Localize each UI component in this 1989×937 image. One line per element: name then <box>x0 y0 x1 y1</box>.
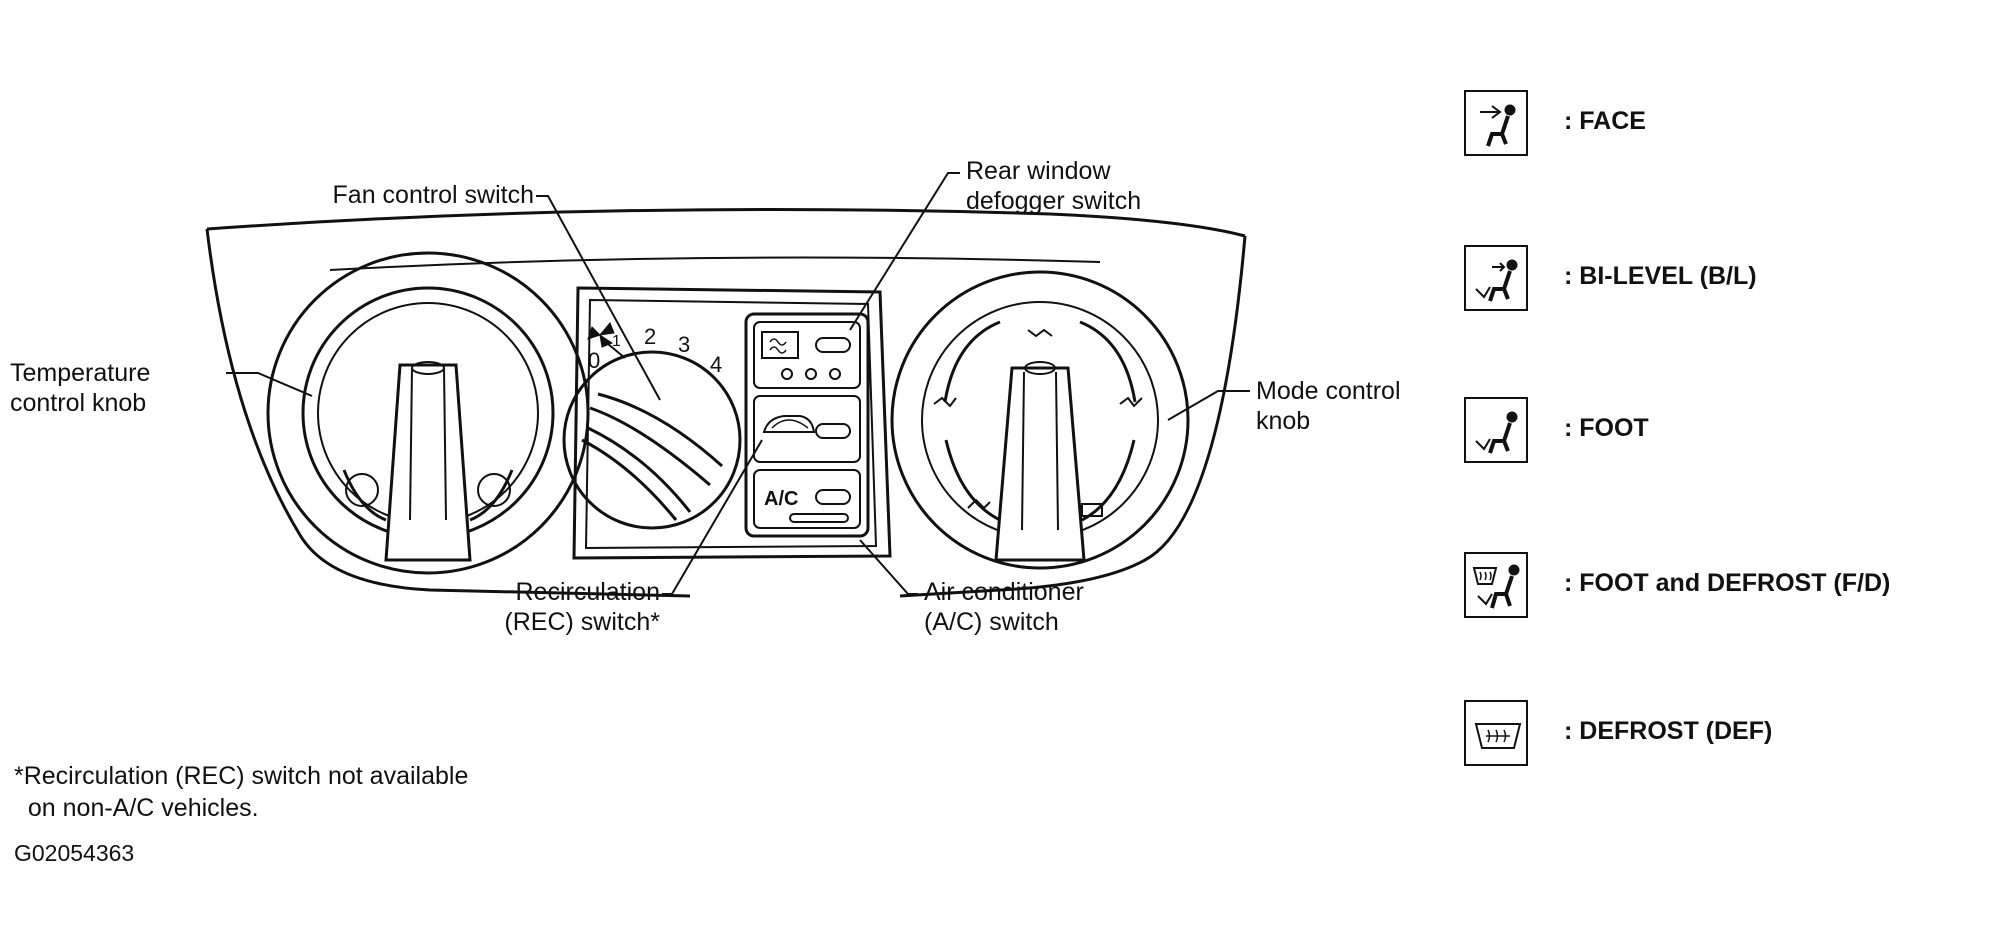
fan-scale-3: 3 <box>678 332 691 357</box>
fan-scale-0: 0 <box>588 348 601 373</box>
defrost-mode-icon <box>1464 700 1528 766</box>
bi-level-mode-icon <box>1464 245 1528 311</box>
fan-leader <box>536 195 661 401</box>
legend-label-defrost: : DEFROST (DEF) <box>1564 717 1773 745</box>
fan-scale-1: 1 <box>612 333 621 350</box>
air-conditioner-leader <box>859 539 918 595</box>
mode-control-label: Mode control knob <box>1256 377 1401 435</box>
legend-label-foot: : FOOT <box>1564 414 1649 442</box>
temperature-leader <box>226 372 313 397</box>
fan-control-label: Fan control switch <box>332 181 534 209</box>
fan-icon <box>587 322 615 348</box>
legend-item-face: : FACE <box>1464 90 1984 158</box>
mode-control-knob <box>890 270 1190 570</box>
recirculation-label: Recirculation (REC) switch* <box>504 578 660 636</box>
rear-window-defogger-label: Rear window defogger switch <box>966 157 1142 215</box>
air-conditioner-label: Air conditioner (A/C) switch <box>924 578 1084 636</box>
footnote: *Recirculation (REC) switch not availabl… <box>14 762 469 822</box>
legend-label-face: : FACE <box>1564 107 1646 135</box>
rear-defogger-button <box>761 331 851 380</box>
foot-mode-icon <box>1464 397 1528 463</box>
mode-leader <box>1167 390 1250 421</box>
temperature-control-knob <box>266 251 590 575</box>
recirculation-button <box>762 415 851 439</box>
callout-leaders <box>226 172 1250 595</box>
legend-item-foot-defrost: : FOOT and DEFROST (F/D) <box>1464 552 1984 620</box>
figure-code: G02054363 <box>14 840 135 866</box>
legend-item-bi-level: : BI-LEVEL (B/L) <box>1464 245 1984 313</box>
fan-control-dial <box>562 322 742 530</box>
recirculation-leader <box>662 439 763 595</box>
climate-control-panel-drawing <box>205 172 1250 598</box>
dashboard-bezel <box>205 207 1247 598</box>
rear-window-leader <box>849 172 960 331</box>
legend-item-foot: : FOOT <box>1464 397 1984 465</box>
ac-button <box>789 489 851 523</box>
face-mode-icon <box>1464 90 1528 156</box>
center-control-module <box>562 286 892 560</box>
legend-item-defrost: : DEFROST (DEF) <box>1464 700 1984 768</box>
ac-button-label: A/C <box>764 488 799 510</box>
foot-defrost-mode-icon <box>1464 552 1528 618</box>
fan-scale-4: 4 <box>710 352 723 377</box>
fan-scale-2: 2 <box>644 324 657 349</box>
temperature-control-label: Temperature control knob <box>10 359 151 417</box>
legend-label-bi-level: : BI-LEVEL (B/L) <box>1564 262 1757 290</box>
switch-stack <box>744 312 870 538</box>
legend-label-foot-defrost: : FOOT and DEFROST (F/D) <box>1564 569 1891 597</box>
